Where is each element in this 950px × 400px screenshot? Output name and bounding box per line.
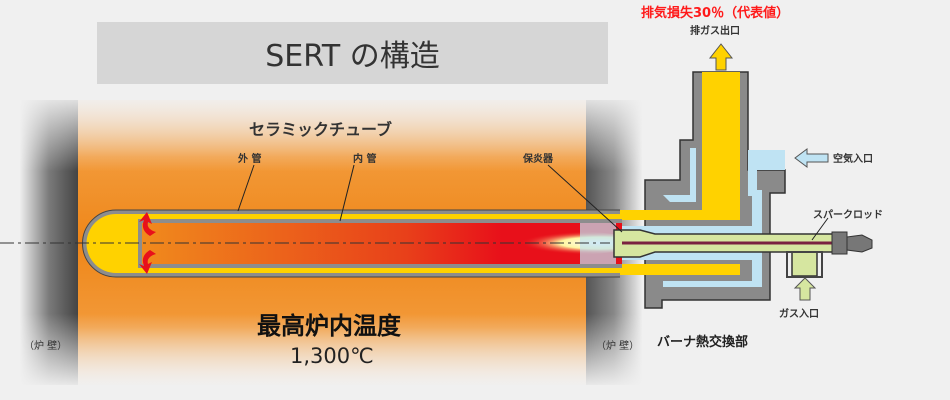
exhaust-arrow-icon [708, 43, 734, 71]
exhaust-loss-note: 排気損失30％（代表値） [641, 6, 790, 21]
flow-arrow-icon [139, 250, 156, 274]
furnace-wall-right-label: （炉 壁） [596, 341, 640, 352]
spark-rod-connector [831, 231, 848, 255]
max-temp-label: 最高炉内温度 [257, 312, 401, 340]
gas-arrow-icon [793, 277, 817, 301]
flow-arrow-icon [139, 212, 156, 236]
ceramic-tube-label: セラミックチューブ [249, 120, 393, 139]
furnace-wall-left-label: （炉 壁） [24, 341, 68, 352]
max-temp-value: 1,300℃ [290, 344, 374, 368]
spark-rod-label: スパークロッド [813, 210, 883, 221]
burner-heat-exchanger-label: バーナ熱交換部 [657, 335, 749, 350]
inner-tube-label: 内 管 [353, 154, 377, 165]
outer-tube-label: 外 管 [238, 154, 262, 165]
gas-inlet-label: ガス入口 [779, 309, 819, 320]
flame-holder-label: 保炎器 [523, 154, 553, 165]
air-inlet-label: 空気入口 [833, 154, 873, 165]
page-title: SERT の構造 [97, 22, 608, 84]
air-arrow-icon [794, 148, 829, 168]
exhaust-outlet-label: 排ガス出口 [690, 26, 740, 37]
